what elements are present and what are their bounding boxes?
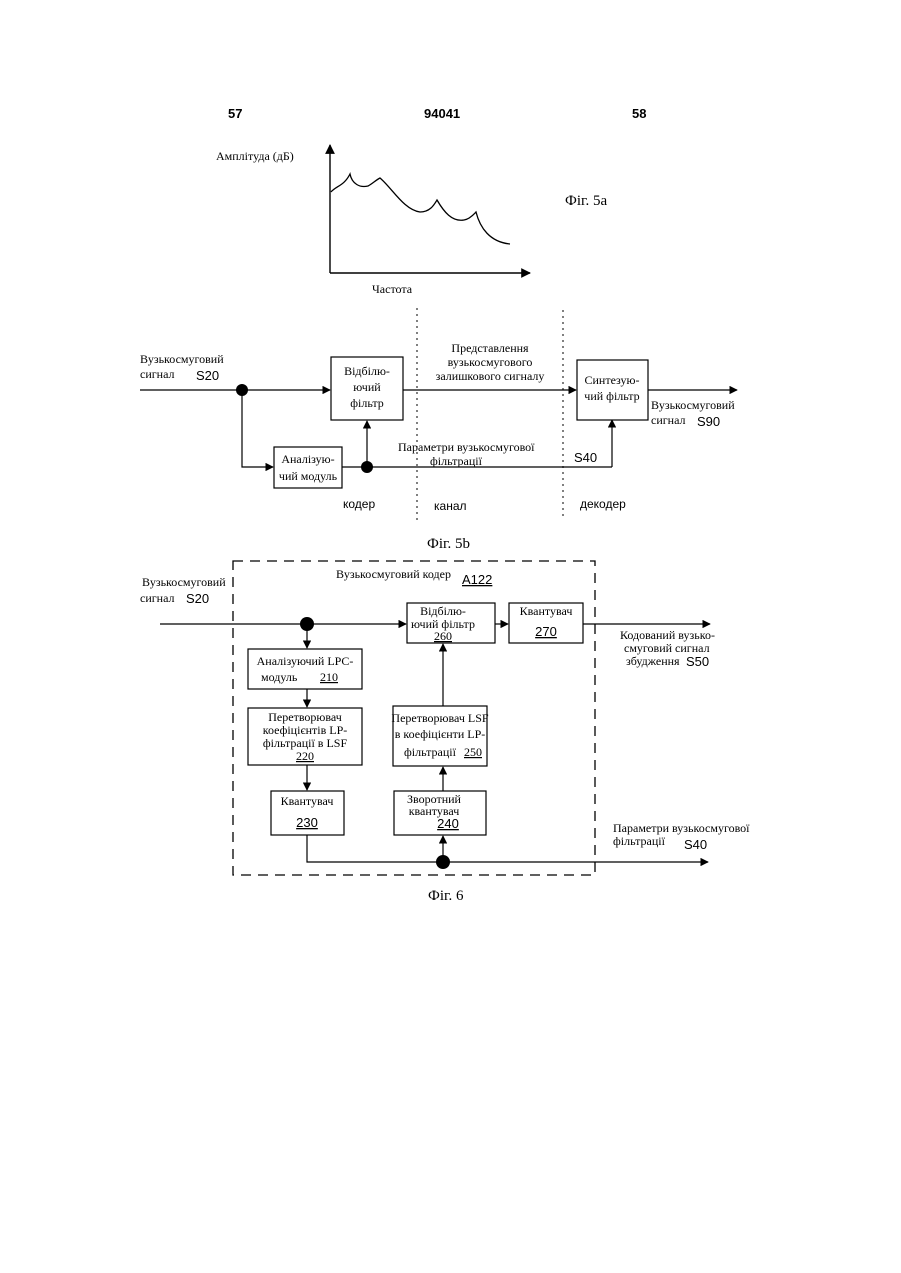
fig6-conv2-label-3: фільтрації [404, 745, 457, 759]
fig6-conv1-number: 220 [296, 749, 314, 763]
fig5b-analysis-label-1: Аналізую- [281, 452, 334, 466]
fig5b-coder-label: кодер [343, 497, 375, 511]
fig5a-caption: Фіг. 5а [565, 193, 607, 209]
fig6-inverse-number: 240 [437, 816, 459, 831]
fig6-conv1-label-1: Перетворювач [268, 710, 342, 724]
fig5b-line-to-analysis [242, 390, 273, 467]
fig5b-output-label-1: Вузькосмуговий [651, 398, 735, 412]
fig6-caption: Фіг. 6 [428, 888, 464, 904]
fig5b-residual-label-1: Представлення [451, 341, 529, 355]
fig6-conv2-number: 250 [464, 745, 482, 759]
fig5b-output-code: S90 [697, 414, 720, 429]
fig5b-params-label-1: Параметри вузькосмугової [398, 440, 535, 454]
fig6-encoder-code: A122 [462, 572, 492, 587]
fig6-coded-label-3: збудження [626, 654, 680, 668]
fig6-quantizer-270-label: Квантувач [520, 604, 573, 618]
fig5b-decoder-label: декодер [580, 497, 626, 511]
fig6-conv1-label-2: коефіцієнтів LP- [263, 723, 348, 737]
fig5a-xlabel: Частота [372, 282, 413, 296]
fig5b-synth-label-1: Синтезую- [584, 373, 639, 387]
fig6-whitening-number: 260 [434, 629, 452, 643]
fig5b-params-code: S40 [574, 450, 597, 465]
fig6-params-label-1: Параметри вузькосмугової [613, 821, 750, 835]
fig5b-channel-label: канал [434, 499, 467, 513]
fig5b-synth-label-2: чий фільтр [584, 389, 639, 403]
fig6-quantizer-230-number: 230 [296, 815, 318, 830]
fig5b-output-label-2: сигнал [651, 413, 686, 427]
fig5b-block-diagram: Вузькосмуговий сигнал S20 Відбілю- ючий … [140, 308, 737, 552]
fig6-encoder-title: Вузькосмуговий кодер [336, 567, 451, 581]
fig6-whitening-label-1: Відбілю- [420, 604, 466, 618]
fig6-input-code: S20 [186, 591, 209, 606]
fig5b-input-label-2: сигнал [140, 367, 175, 381]
fig6-input-label-2: сигнал [140, 591, 175, 605]
fig5a-ylabel: Амплітуда (дБ) [216, 149, 294, 163]
fig6-lpc-label-1: Аналізуючий LPC- [257, 654, 354, 668]
fig5b-residual-label-3: залишкового сигналу [436, 369, 545, 383]
fig5b-whitening-label-2: ючий [353, 380, 381, 394]
fig5b-caption: Фіг. 5b [427, 536, 470, 552]
fig6-input-label-1: Вузькосмуговий [142, 575, 226, 589]
fig5b-params-label-2: фільтрації [430, 454, 483, 468]
fig6-coded-label-2: смуговий сигнал [624, 641, 710, 655]
fig5b-whitening-label-3: фільтр [350, 396, 384, 410]
fig6-quantizer-230-label: Квантувач [281, 794, 334, 808]
fig5b-whitening-label-1: Відбілю- [344, 364, 390, 378]
fig6-quantizer-270-number: 270 [535, 624, 557, 639]
fig6-lpc-number: 210 [320, 670, 338, 684]
fig5b-residual-label-2: вузькосмугового [448, 355, 533, 369]
fig6-coded-label-1: Кодований вузько- [620, 628, 715, 642]
fig6-block-diagram: Вузькосмуговий кодер A122 Вузькосмуговий… [140, 561, 750, 904]
fig6-coded-code: S50 [686, 654, 709, 669]
fig6-params-code: S40 [684, 837, 707, 852]
fig6-conv2-label-2: в коефіцієнти LP- [395, 727, 486, 741]
fig5b-input-code: S20 [196, 368, 219, 383]
fig5b-input-label-1: Вузькосмуговий [140, 352, 224, 366]
fig6-conv1-label-3: фільтрації в LSF [263, 736, 348, 750]
fig5a-spectrum-curve [331, 174, 510, 244]
fig6-lpc-label-2: модуль [261, 670, 298, 684]
fig6-params-label-2: фільтрації [613, 834, 666, 848]
fig5b-analysis-label-2: чий модуль [279, 469, 338, 483]
fig6-conv2-label-1: Перетворювач LSF [391, 711, 489, 725]
fig5a-spectrum-plot: Амплітуда (дБ) Частота Фіг. 5а [216, 145, 607, 296]
